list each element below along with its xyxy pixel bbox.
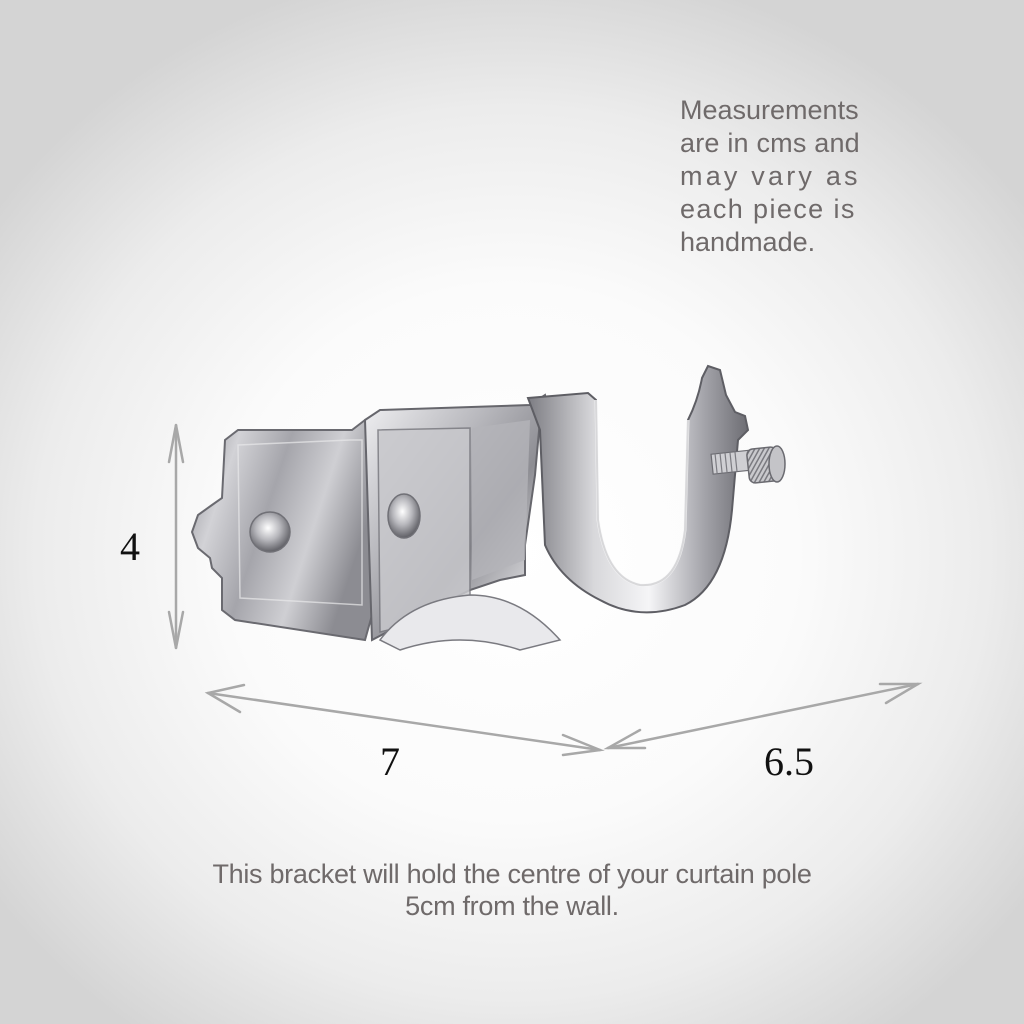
note-line: are in cms and [680, 128, 860, 158]
measurement-note: Measurements are in cms and may vary as … [680, 94, 880, 259]
screw-icon [387, 493, 421, 539]
product-caption: This bracket will hold the centre of you… [0, 858, 1024, 922]
width-dimension-arrow [204, 683, 605, 757]
bracket [190, 364, 786, 651]
note-line: may vary as [680, 161, 861, 191]
height-dimension-label: 4 [120, 524, 140, 569]
width-dimension-label: 7 [380, 739, 400, 784]
thumb-screw [710, 445, 786, 484]
caption-line-2: 5cm from the wall. [405, 891, 619, 921]
projection-dimension-label: 6.5 [764, 739, 814, 784]
screw-icon [249, 511, 291, 553]
note-line: Measurements [680, 95, 859, 125]
note-line: handmade. [680, 227, 816, 257]
projection-dimension-arrow [603, 682, 923, 750]
note-line: each piece is [680, 194, 856, 224]
height-dimension-arrow [167, 423, 185, 650]
caption-line-1: This bracket will hold the centre of you… [212, 859, 812, 889]
pole-cradle [526, 364, 750, 614]
